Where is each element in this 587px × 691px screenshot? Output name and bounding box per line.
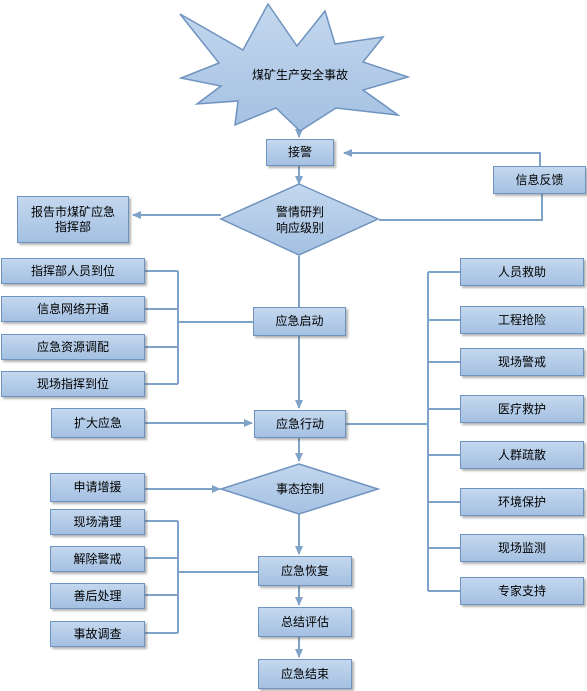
evaluate-box: 总结评估 [258, 607, 352, 637]
action-item-box: 人员救助 [460, 258, 584, 286]
action-item-text: 人群疏散 [497, 447, 546, 462]
startup-text: 应急启动 [275, 314, 324, 328]
end-box: 应急结束 [258, 659, 352, 689]
action-item-text: 现场监测 [497, 540, 546, 555]
accident-text: 煤矿生产安全事故 [251, 68, 348, 82]
startup-item-text: 应急资源调配 [36, 339, 109, 354]
recovery-item-box: 解除警戒 [50, 546, 145, 572]
report-text: 报告市煤矿应急 指挥部 [30, 204, 115, 234]
feedback-loop-line [379, 194, 543, 221]
end-text: 应急结束 [280, 666, 329, 681]
receive-alarm-box: 接警 [266, 139, 334, 166]
assess-label: 警情研判 响应级别 [240, 202, 360, 238]
action-item-box: 现场监测 [460, 534, 584, 562]
request-support-box: 申请增援 [50, 473, 145, 502]
recovery-item-box: 善后处理 [50, 583, 145, 609]
startup-item-box: 现场指挥到位 [1, 371, 145, 397]
startup-item-text: 指挥部人员到位 [30, 263, 115, 278]
info-feedback-box: 信息反馈 [493, 166, 586, 194]
recovery-item-box: 现场清理 [50, 509, 145, 535]
action-item-text: 医疗救护 [497, 401, 546, 416]
recovery-items-bracket [145, 520, 258, 634]
action-text: 应急行动 [275, 416, 324, 431]
recovery-item-text: 现场清理 [73, 514, 122, 529]
action-item-box: 人群疏散 [460, 441, 584, 469]
control-diamond [218, 463, 381, 515]
action-item-text: 环境保护 [497, 494, 546, 509]
assess-text: 警情研判 响应级别 [275, 205, 324, 235]
arrow-feedback-to-receive [343, 149, 541, 166]
recovery-item-box: 事故调查 [50, 621, 145, 647]
action-item-box: 医疗救护 [460, 395, 584, 423]
action-item-text: 人员救助 [497, 264, 546, 279]
action-item-box: 现场警戒 [460, 348, 584, 376]
expand-text: 扩大应急 [73, 415, 122, 430]
action-item-box: 专家支持 [460, 577, 584, 605]
recovery-text: 应急恢复 [280, 563, 329, 578]
control-text: 事态控制 [275, 482, 324, 496]
evaluate-text: 总结评估 [280, 614, 329, 629]
action-item-box: 环境保护 [460, 488, 584, 516]
startup-box: 应急启动 [253, 307, 346, 336]
recovery-item-text: 事故调查 [73, 626, 122, 641]
recovery-item-text: 善后处理 [73, 588, 122, 603]
action-items-bracket [346, 271, 460, 592]
action-item-text: 专家支持 [497, 583, 546, 598]
control-label: 事态控制 [250, 479, 350, 499]
action-item-text: 现场警戒 [497, 354, 546, 369]
action-box: 应急行动 [254, 410, 346, 438]
accident-starburst [178, 2, 411, 132]
recovery-item-text: 解除警戒 [73, 551, 122, 566]
startup-item-text: 信息网络开通 [36, 301, 109, 316]
accident-label: 煤矿生产安全事故 [236, 64, 364, 86]
report-box: 报告市煤矿应急 指挥部 [17, 196, 129, 243]
startup-item-box: 指挥部人员到位 [1, 258, 145, 284]
startup-item-text: 现场指挥到位 [36, 376, 109, 391]
assess-diamond [219, 183, 380, 256]
request-support-text: 申请增援 [73, 480, 122, 494]
action-item-box: 工程抢险 [460, 306, 584, 334]
startup-items-bracket [145, 270, 253, 385]
startup-item-box: 应急资源调配 [1, 334, 145, 360]
info-feedback-text: 信息反馈 [515, 172, 564, 187]
startup-item-box: 信息网络开通 [1, 296, 145, 322]
receive-alarm-text: 接警 [287, 145, 312, 159]
recovery-box: 应急恢复 [258, 556, 352, 586]
action-item-text: 工程抢险 [497, 312, 546, 327]
expand-box: 扩大应急 [51, 408, 145, 438]
